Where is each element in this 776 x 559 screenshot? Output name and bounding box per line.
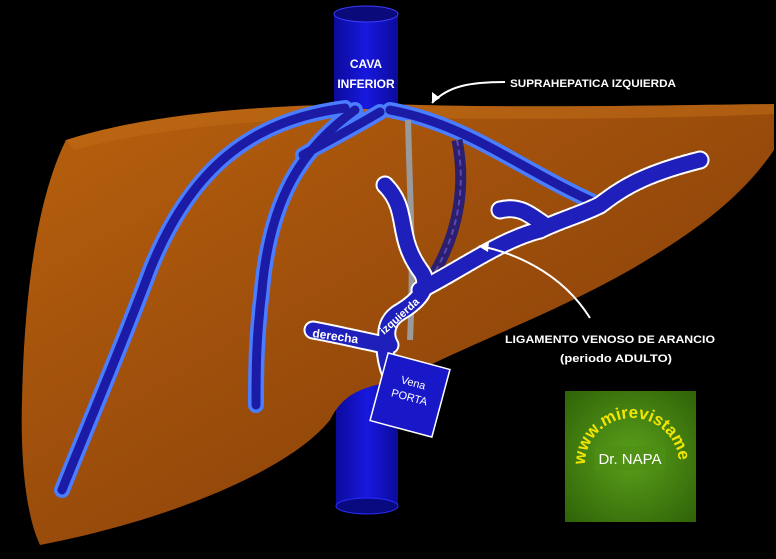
cava-label-line1: CAVA <box>350 57 383 71</box>
suprahepatica-callout: SUPRAHEPATICA IZQUIERDA <box>432 78 676 103</box>
ligamento-label-line2: (periodo ADULTO) <box>560 353 672 365</box>
cava-label-line2: INFERIOR <box>337 77 395 91</box>
watermark-author: Dr. NAPA <box>598 451 661 468</box>
ligamento-label-line1: LIGAMENTO VENOSO DE ARANCIO <box>505 334 715 346</box>
suprahepatica-label: SUPRAHEPATICA IZQUIERDA <box>510 78 676 90</box>
vena-cava-upper: CAVA INFERIOR <box>334 6 398 109</box>
